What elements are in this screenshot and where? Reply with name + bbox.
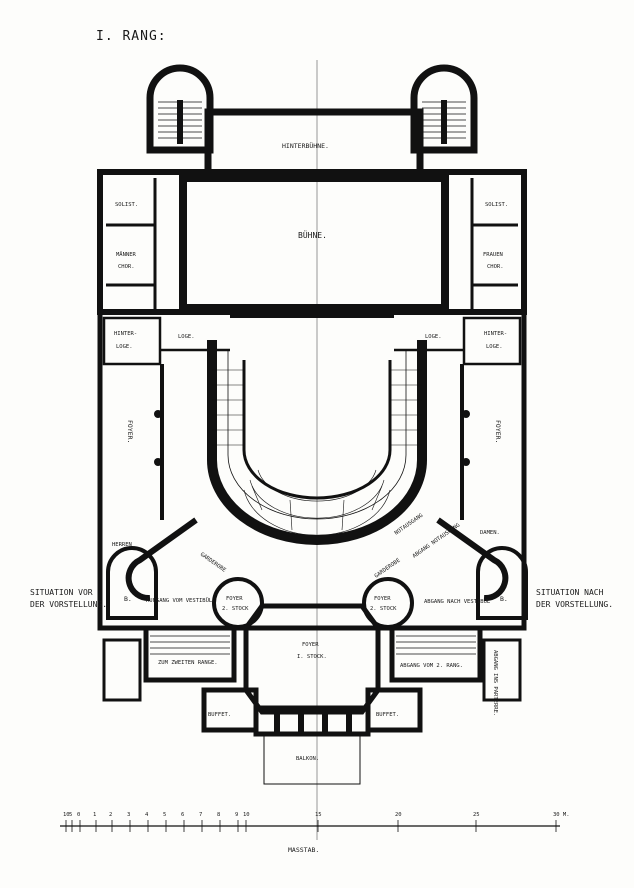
scale-tick-label: 0 — [77, 812, 80, 818]
label-foyer-2stock-right-2: 2. STOCK — [370, 606, 397, 612]
label-frauenchor-2: CHOR. — [487, 264, 504, 270]
stair-tower-right — [410, 64, 478, 154]
label-foyer-2stock-right-1: FOYER — [374, 596, 391, 602]
label-frauenchor-1: FRAUEN — [483, 252, 503, 258]
plan-title: I. RANG: — [96, 29, 167, 44]
scale-tick-label: 3 — [127, 812, 130, 818]
label-foyer-2stock-left-2: 2. STOCK — [222, 606, 249, 612]
auditorium-tiers — [207, 340, 427, 545]
stage-room — [179, 174, 449, 312]
side-rooms-left — [106, 178, 157, 312]
stair-outer-left — [102, 638, 142, 702]
label-zum-zweiten-range: ZUM ZWEITEN RANGE. — [158, 660, 218, 666]
label-hinterbuehne: HINTERBÜHNE. — [282, 141, 329, 150]
column-left-2 — [154, 458, 162, 466]
label-hinterloge-left-2: LOGE. — [116, 344, 133, 350]
stair-tower-left — [146, 64, 214, 154]
stair-outer-right — [482, 638, 522, 702]
label-hinterloge-right-1: HINTER- — [484, 331, 507, 337]
lower-left-stairs — [125, 517, 264, 629]
label-hinterloge-right-2: LOGE. — [486, 344, 503, 350]
scale-tick-label: 6 — [181, 812, 184, 818]
scale-tick-label: 10 — [243, 812, 250, 818]
side-rooms-right — [470, 178, 518, 312]
column-left-1 — [154, 410, 162, 418]
label-buffet-right: BUFFET. — [376, 712, 399, 718]
oval-room-right — [476, 546, 528, 620]
scale-tick-label: 2 — [109, 812, 112, 818]
scale-tick-label: 7 — [199, 812, 202, 818]
scale-tick-label: 15 — [315, 812, 322, 818]
label-foyer-center-2: I. STOCK. — [297, 654, 327, 660]
loge-rooms — [102, 316, 522, 366]
label-loge-right: LOGE. — [425, 334, 442, 340]
scale-tick-label: 9 — [235, 812, 238, 818]
label-buehne: BÜHNE. — [298, 230, 327, 240]
foyer-walls — [160, 364, 464, 520]
label-foyer-center-1: FOYER — [302, 642, 319, 648]
label-abgang-nach-vestibul: ABGANG NACH VESTIBÜL — [424, 598, 491, 605]
label-hinterloge-left-1: HINTER- — [114, 331, 137, 337]
scale-tick-label: 8 — [217, 812, 220, 818]
lower-right-stairs — [362, 517, 509, 629]
label-foyer-right: FOYER. — [494, 420, 502, 443]
label-loge-left: LOGE. — [178, 334, 195, 340]
column-right-2 — [462, 458, 470, 466]
label-maennerchor-2: CHOR. — [118, 264, 135, 270]
label-aufgang-vom-vestibul: AUFGANG VOM VESTIBÜL — [146, 597, 213, 604]
label-buffet-left: BUFFET. — [208, 712, 231, 718]
label-balkon: BALKON. — [296, 756, 319, 762]
oval-room-left — [106, 546, 158, 620]
situation-vor-line2: DER VORSTELLUNG. — [30, 600, 107, 609]
situation-nach-line2: DER VORSTELLUNG. — [536, 600, 613, 609]
scale-label: MASSTAB. — [288, 846, 319, 854]
label-maennerchor-1: MÄNNER — [116, 251, 137, 258]
scale-tick-label: 1 — [93, 812, 96, 818]
stairs-lower-left — [143, 625, 237, 683]
label-foyer-left: FOYER. — [126, 420, 134, 443]
balkon — [263, 733, 361, 785]
situation-nach-line1: SITUATION NACH — [536, 588, 604, 597]
scale-tick-label: 4 — [145, 812, 149, 818]
situation-vor-line1: SITUATION VOR — [30, 588, 93, 597]
scale-tick-label: 30 M. — [553, 812, 570, 818]
label-herren: HERREN — [112, 542, 132, 548]
scale-tick-label: 10 — [63, 812, 70, 818]
central-foyer — [243, 603, 381, 715]
scale-tick-label: 5 — [163, 812, 166, 818]
label-solist-left: SOLIST. — [115, 202, 138, 208]
label-foyer-2stock-left-1: FOYER — [226, 596, 243, 602]
label-abgang-ins-parterre: ABGANG INS PARTERRE. — [492, 650, 498, 716]
scale-tick-label: 5 — [69, 812, 72, 818]
loggia-columns — [274, 710, 352, 732]
column-right-1 — [462, 410, 470, 418]
label-b-right: B. — [500, 595, 508, 603]
label-solist-right: SOLIST. — [485, 202, 508, 208]
scale-tick-label: 25 — [473, 812, 480, 818]
stairs-lower-right — [389, 625, 483, 683]
scale-tick-label: 20 — [395, 812, 402, 818]
label-abgang-vom-2-rang: ABGANG VOM 2. RANG. — [400, 663, 463, 669]
label-b-left: B. — [124, 595, 132, 603]
label-damen: DAMEN. — [480, 530, 500, 536]
